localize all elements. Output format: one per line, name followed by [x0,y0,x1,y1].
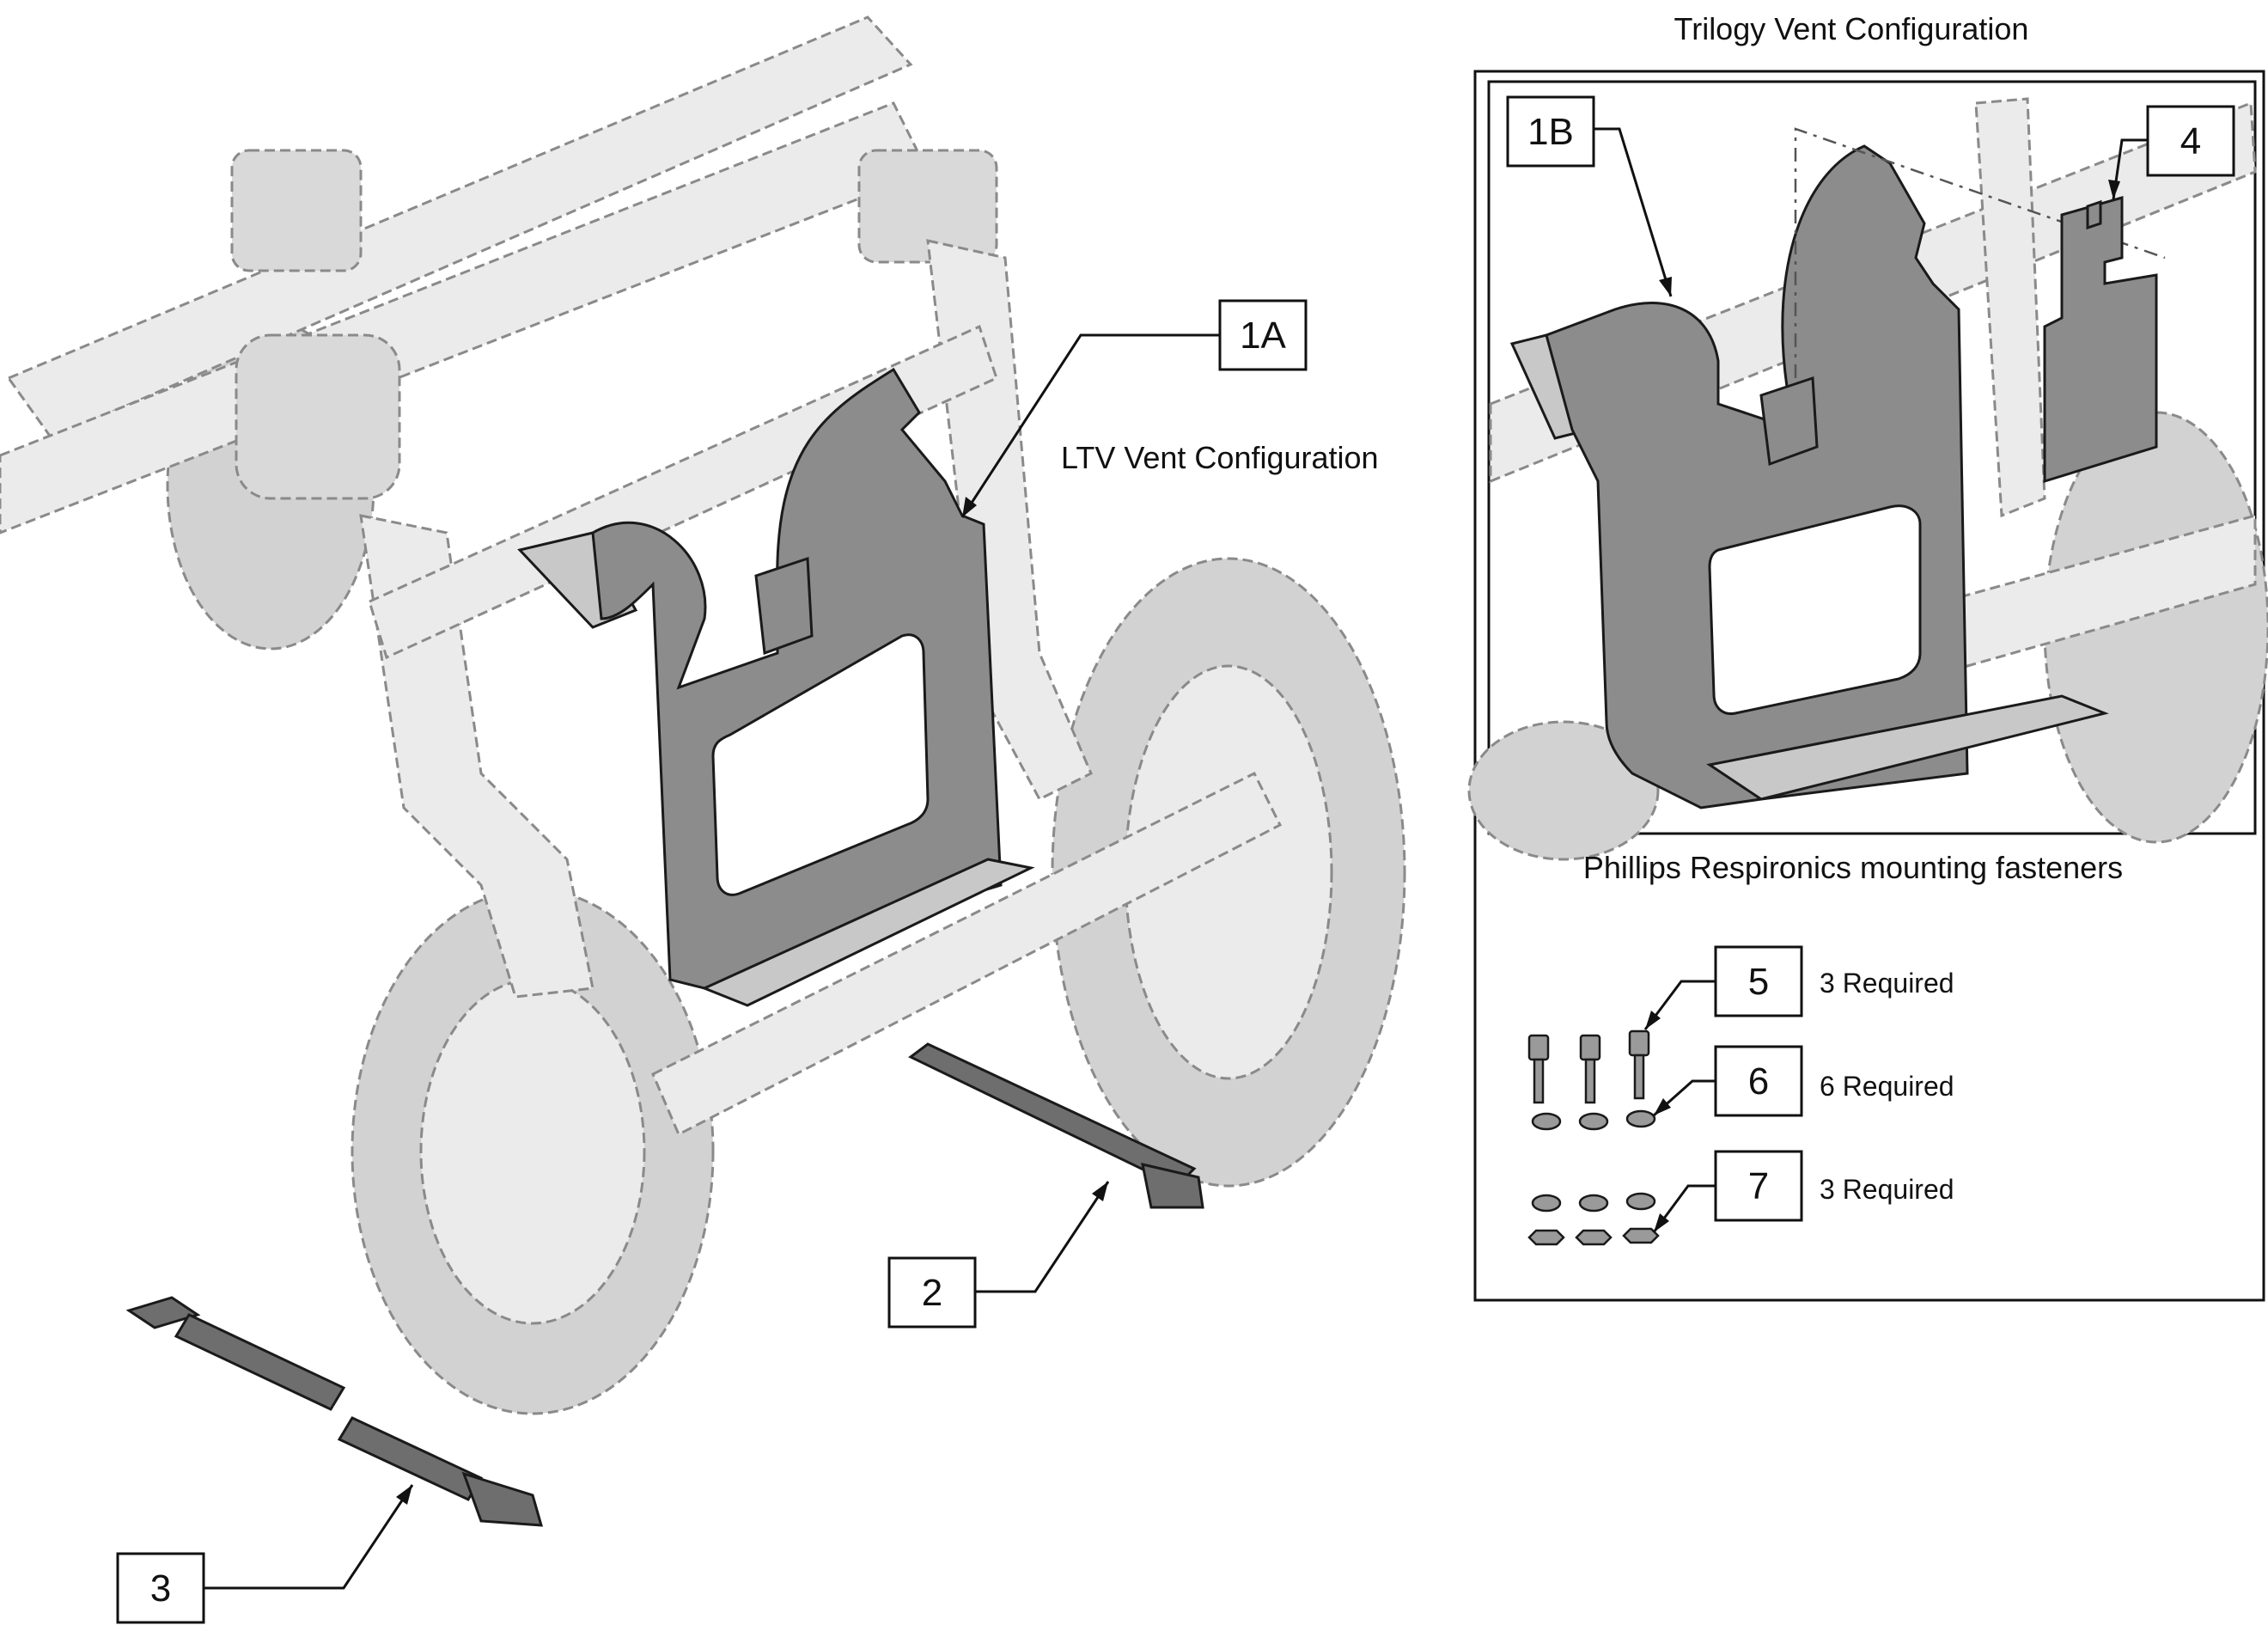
bolt-group-5 [1527,1029,1650,1104]
seat-rail-upper [6,15,913,440]
svg-text:5: 5 [1748,961,1769,1003]
callout-3: 3 [116,1484,414,1624]
svg-text:3: 3 [150,1567,171,1610]
washer [1578,1112,1609,1131]
qty-7: 3 Required [1820,1174,1954,1205]
axle-tube [651,771,1283,1137]
inset-upright [1974,97,2046,518]
ltv-bracket-1a [517,367,1035,1007]
callout-1a: 1A [960,299,1308,518]
trilogy-bracket-1b [1509,127,2166,809]
ltv-heading: LTV Vent Configuration [1061,440,1379,475]
svg-text:1B: 1B [1527,111,1574,153]
front-wheel-rim [419,978,646,1325]
qty-5: 3 Required [1820,968,1954,999]
inset-wheel-left [1467,720,1660,861]
clamp-mid [235,333,401,500]
washer [1578,1194,1609,1213]
qty-6: 6 Required [1820,1071,1954,1102]
svg-text:2: 2 [922,1272,942,1314]
clamp-left [230,149,363,272]
trilogy-plate-4 [2043,196,2158,484]
inset-wheel-right [2043,411,2268,844]
washer-group-6 [1531,1109,1656,1213]
trilogy-inset-scene [1467,97,2268,861]
trilogy-heading: Trilogy Vent Configuration [1674,11,2029,46]
washer [1531,1194,1562,1213]
washer [1625,1192,1656,1211]
washer [1531,1112,1562,1131]
svg-text:7: 7 [1748,1165,1769,1207]
svg-text:1A: 1A [1240,315,1286,357]
callout-2: 2 [887,1181,1110,1329]
bolt [1579,1034,1601,1104]
nut [1622,1227,1660,1244]
callout-4: 4 [2108,105,2235,200]
bolt [1628,1029,1650,1100]
bolt [1527,1034,1550,1104]
nut [1575,1229,1613,1246]
nut [1527,1229,1565,1246]
svg-text:4: 4 [2180,120,2201,162]
clamp-right [857,149,998,264]
callout-5: 5 [1643,945,1803,1030]
callout-6: 6 [1653,1045,1803,1117]
fasteners-heading: Phillips Respironics mounting fasteners [1583,850,2123,885]
svg-text:6: 6 [1748,1060,1769,1103]
callout-1b: 1B [1506,95,1673,297]
callout-7: 7 [1652,1150,1803,1233]
strap-2 [908,1042,1204,1209]
strap-3 [125,1296,544,1527]
nut-group-7 [1527,1227,1660,1246]
washer [1625,1109,1656,1128]
